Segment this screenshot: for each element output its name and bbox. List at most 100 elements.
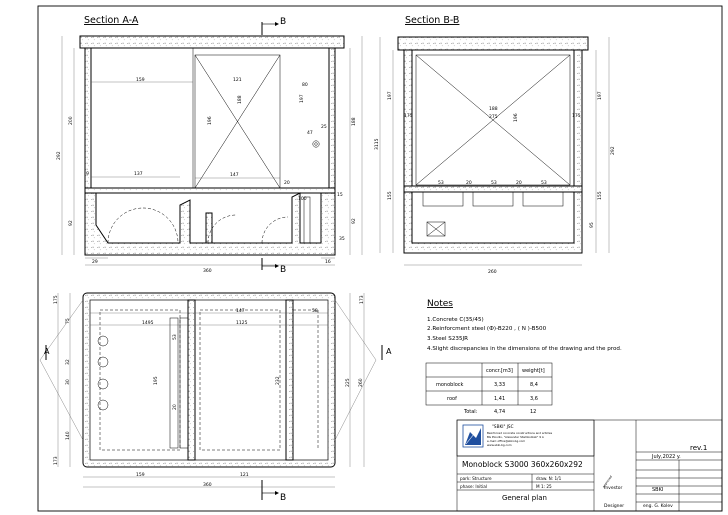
dim-bb-175l: 175 [404,113,413,119]
wall-right-aa [328,47,336,192]
drawing-number-label: draw. N: 1/1 [536,476,562,481]
dim-aa-197: 197 [299,94,305,103]
dim-bb-260: 260 [488,269,497,275]
dim-bb-53c: 53 [541,180,547,186]
dim-bb-196: 196 [513,113,519,122]
dim-bb-175r: 175 [572,113,581,119]
dim-aa-147: 147 [230,172,239,178]
dim-plan-75: 75 [65,318,71,324]
table-row-monoblock-weight: 8,4 [530,382,538,388]
dim-bb-197r: 197 [597,91,603,100]
dim-plan-121: 121 [240,472,249,478]
dim-bb-197l: 197 [387,91,393,100]
dim-plan-53: 53 [172,334,178,340]
dim-plan-159: 159 [136,472,145,478]
note-4: 4.Slight discrepancies in the dimensions… [427,346,622,352]
company-logo [462,424,484,448]
dim-plan-30: 30 [65,379,71,385]
phase-label: phase: Initial [460,484,487,489]
company-line-2: BG Plovdiv, "Alexander Stamboliiski" 9 A [487,435,544,439]
designer-name: eng. G. Kolev [643,503,673,509]
dim-aa-92: 92 [68,220,74,226]
dim-aa-121: 121 [233,77,242,83]
table-row-monoblock-concrete: 3,33 [494,382,505,388]
dim-aa-200: 200 [68,116,74,125]
section-b-b: Section B-B 53 20 53 20 53 175 175 188 2… [374,15,616,275]
dim-aa-15: 15 [337,192,343,198]
wall-right-bb [573,49,583,191]
dim-plan-360: 360 [203,482,212,488]
notes-title: Notes [427,299,453,309]
quantity-table: concr.[m3] weight[t] monoblock 3,33 8,4 … [425,362,553,415]
dim-plan-225: 225 [345,378,351,387]
dim-aa-20: 20 [284,180,290,186]
dim-plan-260: 260 [358,378,364,387]
cut-b-top-aa: B [280,17,286,27]
cut-a-left: A [44,347,50,356]
dim-bb-155l: 155 [387,191,393,200]
cut-b-bottom-plan: B [280,493,286,503]
company-line-3: e-mail: office@sbki-bg.com [487,439,525,443]
dim-aa-25: 25 [321,124,327,130]
note-2: 2.Reinforcment steel (Ф)-B220 , ( N )-B5… [427,326,547,332]
dim-aa-80: 80 [302,82,308,88]
dim-aa-188r: 188 [351,117,357,126]
table-row-roof-weight: 3,6 [530,396,538,402]
dim-aa-35: 35 [339,236,345,242]
dim-plan-232: 232 [275,376,281,385]
notes-block: Notes 1.Concrete C(35/45) 2.Reinforcment… [427,299,622,352]
wall-left-aa [84,47,92,192]
dim-aa-196: 196 [207,116,213,125]
table-row-roof-concrete: 1,41 [494,396,505,402]
section-aa-title: Section A-A [84,15,139,26]
dim-plan-20: 20 [172,404,178,410]
dim-bb-53b: 53 [491,180,497,186]
dim-aa-92r: 92 [351,218,357,224]
dim-bb-3115: 3115 [374,138,380,150]
basement-bb [403,191,583,254]
drawing-date: July,2022 y. [651,454,681,460]
dim-aa-29: 29 [92,259,98,265]
mid-slab-aa [84,187,336,194]
dim-plan-173l: 173 [53,456,59,465]
dim-aa-overall: 360 [203,268,212,274]
dim-plan-175: 175 [53,295,59,304]
note-3: 3.Steel S235JR [427,336,468,342]
dim-bb-20b: 20 [516,180,522,186]
dim-plan-147: 147 [236,308,245,314]
dim-bb-155r: 155 [597,191,603,200]
sheet-name: General plan [502,494,547,502]
drawing-title: Monoblock S3000 360x260x292 [462,460,583,469]
company-name: "SBKI" JSC [492,424,514,429]
dim-bb-188: 188 [489,106,498,112]
dim-bb-275: 275 [489,114,498,120]
dim-aa-47: 47 [307,130,313,136]
dim-plan-173r: 173 [359,295,365,304]
revision: rev.1 [690,444,707,452]
dim-plan-1125: 1125 [236,320,248,326]
company-line-1: Beinforced concrete constructions and ar… [487,431,553,435]
dim-bb-95: 95 [589,222,595,228]
dim-aa-100: 100 [298,196,307,202]
dim-plan-58: 58 [312,308,318,314]
dim-plan-195: 195 [153,376,159,385]
dim-aa-16: 16 [325,259,331,265]
dim-aa-188: 188 [237,95,243,104]
table-row-monoblock-label: monoblock [436,382,464,388]
dim-plan-140: 140 [65,431,71,440]
dim-aa-292: 292 [56,151,62,160]
note-1: 1.Concrete C(35/45) [427,317,484,323]
approval-stamp: approved [602,475,613,489]
door-opening-bb [415,54,571,186]
scale-label: M 1: 25 [536,484,552,489]
mid-slab-bb [403,185,583,193]
table-total-weight: 12 [530,409,536,415]
table-total-label: Total: [463,409,478,415]
cut-b-bottom-aa: B [280,265,286,275]
wall-left-bb [403,49,413,191]
sheet-frame [37,5,723,512]
dim-bb-20a: 20 [466,180,472,186]
dim-aa-9: 9 [86,171,89,177]
dim-plan-32a: 32 [65,359,71,365]
table-header-concrete: concr.[m3] [486,368,513,374]
